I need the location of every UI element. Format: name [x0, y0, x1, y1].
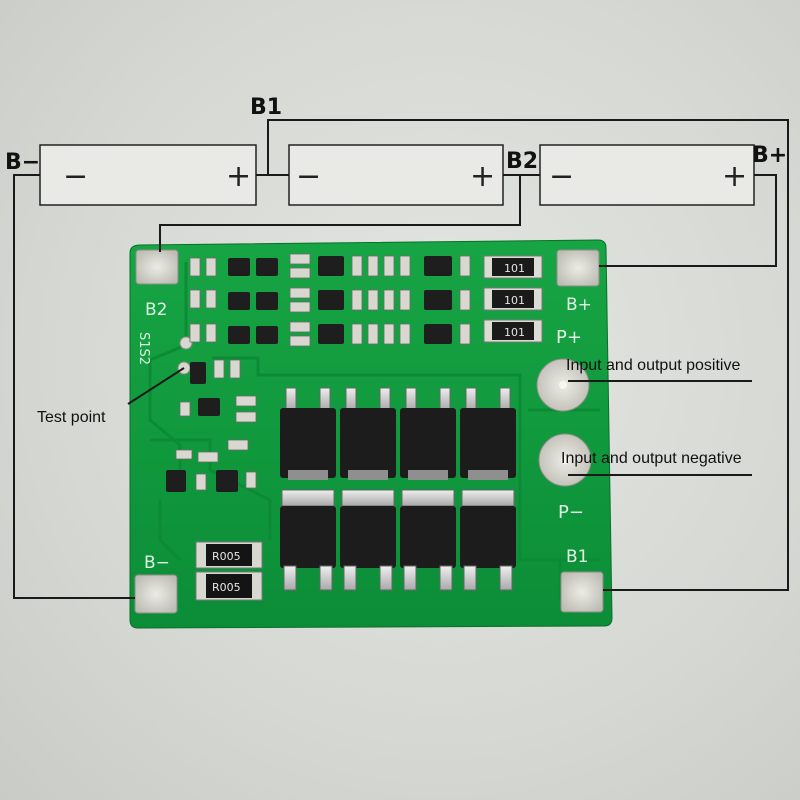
- shunt-resistor-2: R005: [195, 571, 263, 601]
- silk-p-minus: P−: [558, 502, 584, 523]
- mosfet-top-3: [400, 387, 456, 480]
- wire-b-plus: [599, 174, 777, 267]
- silk-s1s2: S1S2: [136, 332, 151, 365]
- mosfet-bottom-1: [280, 489, 336, 591]
- label-input-output-positive: Input and output positive: [566, 357, 740, 374]
- mosfet-top-4: [460, 387, 516, 480]
- wire-b-minus: [13, 174, 135, 599]
- mosfet-bottom-2: [340, 489, 396, 591]
- pad-p-minus-hole: [561, 456, 569, 464]
- silk-b1: B1: [566, 547, 588, 567]
- wire-b2: [159, 175, 521, 252]
- mosfet-top-2: [340, 387, 396, 480]
- label-test-point: Test point: [37, 409, 106, 426]
- label-input-output-negative: Input and output negative: [561, 450, 742, 467]
- silk-p-plus: P+: [556, 327, 582, 348]
- silk-b-plus: B+: [566, 295, 592, 315]
- pad-b-plus: [556, 249, 600, 287]
- silk-b-minus: B−: [144, 553, 170, 573]
- battery-cell-2: − +: [288, 144, 504, 206]
- label-b1: B1: [250, 95, 282, 120]
- mosfet-array: [280, 387, 516, 591]
- pad-b1: [560, 571, 604, 613]
- wiring: [13, 119, 789, 599]
- label-b-minus: B−: [5, 150, 40, 175]
- leader-test-point: [127, 367, 185, 405]
- bms-pcb-board: B2 B+ P+ P− B− B1 S1S2: [129, 239, 613, 629]
- label-b-plus: B+: [752, 143, 787, 168]
- mosfet-bottom-4: [460, 489, 516, 591]
- cell-3-plus-sign: +: [722, 159, 747, 194]
- svg-text:101: 101: [504, 294, 525, 307]
- resistor-101-1: 101: [483, 255, 543, 279]
- svg-text:R005: R005: [212, 581, 241, 594]
- shunt-resistor-1: R005: [195, 541, 263, 569]
- label-b2: B2: [506, 149, 538, 174]
- svg-text:R005: R005: [212, 550, 241, 563]
- small-transistors: [166, 359, 257, 492]
- wire-b1: [267, 119, 789, 591]
- cell-1-plus-sign: +: [226, 159, 251, 194]
- cell-2-minus-sign: −: [296, 159, 321, 194]
- svg-text:101: 101: [504, 326, 525, 339]
- resistor-101-2: 101: [483, 287, 543, 311]
- resistor-101-3: 101: [483, 319, 543, 343]
- cell-2-plus-sign: +: [470, 159, 495, 194]
- test-point-s1: [179, 336, 193, 350]
- pad-b-minus: [134, 574, 178, 614]
- svg-text:101: 101: [504, 262, 525, 275]
- pad-b2: [135, 249, 179, 285]
- silk-b2: B2: [145, 300, 167, 320]
- battery-cell-1: − +: [39, 144, 257, 206]
- cell-1-minus-sign: −: [63, 159, 88, 194]
- smd-component-rows: [189, 253, 471, 347]
- mosfet-top-1: [280, 387, 336, 480]
- mosfet-bottom-3: [400, 489, 456, 591]
- cell-3-minus-sign: −: [549, 159, 574, 194]
- pad-p-plus-hole: [559, 381, 567, 389]
- battery-cell-3: − +: [539, 144, 755, 206]
